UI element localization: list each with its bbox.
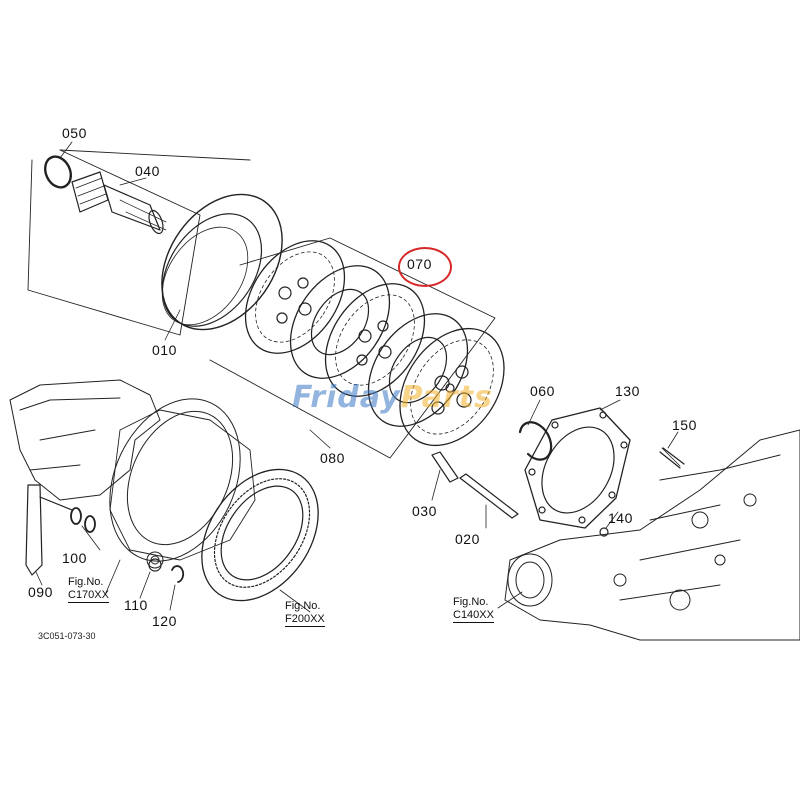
part-label-150: 150 — [672, 417, 697, 433]
figure-reference-caption: Fig.No. — [68, 576, 104, 588]
part-label-090: 090 — [28, 584, 53, 600]
dowel-140 — [599, 527, 609, 537]
figure-reference-number: C170XX — [68, 589, 109, 603]
o-ring-100-a — [70, 507, 82, 525]
figure-reference-f200[interactable]: Fig.No. F200XX — [285, 600, 325, 627]
friction-disc-070 — [324, 283, 426, 397]
part-label-110: 110 — [124, 597, 148, 613]
plate-010 — [161, 193, 283, 331]
splined-shaft-040 — [71, 171, 167, 235]
disc-pack-outline — [209, 237, 496, 459]
part-label-040: 040 — [135, 163, 160, 179]
transmission-housing-right — [504, 429, 800, 641]
document-code: 3C051-073-30 — [38, 631, 96, 641]
part-label-020: 020 — [455, 531, 480, 547]
part-label-140: 140 — [608, 510, 633, 526]
steel-plate-2 — [367, 313, 469, 427]
part-label-010: 010 — [152, 342, 177, 358]
watermark-text-a: Friday — [292, 380, 401, 415]
steel-plate-1 — [289, 265, 391, 379]
figure-reference-number: C140XX — [453, 609, 494, 623]
seal-110 — [148, 558, 162, 572]
figure-reference-c170[interactable]: Fig.No. C170XX — [68, 576, 109, 603]
assembly-outline — [27, 149, 201, 336]
part-label-080: 080 — [320, 450, 345, 466]
part-label-050: 050 — [62, 125, 87, 141]
part-label-060: 060 — [530, 383, 555, 399]
part-label-030: 030 — [412, 503, 437, 519]
friction-disc-2 — [399, 327, 505, 447]
figure-reference-c140[interactable]: Fig.No. C140XX — [453, 596, 494, 623]
figure-reference-caption: Fig.No. — [285, 600, 321, 612]
leader-lines — [35, 141, 679, 613]
part-label-070: 070 — [407, 256, 432, 272]
watermark-text-b: Parts — [400, 380, 493, 415]
part-label-120: 120 — [152, 613, 177, 629]
pin-030 — [431, 451, 459, 483]
transmission-housing-left — [9, 379, 256, 569]
o-ring-100-b — [84, 515, 96, 533]
figure-reference-caption: Fig.No. — [453, 596, 489, 608]
watermark: FridayParts — [292, 380, 493, 415]
highlight-ring-070 — [398, 247, 452, 287]
ring-gear — [201, 468, 319, 602]
pin-020 — [459, 473, 519, 519]
lever-090 — [25, 484, 73, 576]
clip-120 — [171, 565, 185, 583]
gasket-130 — [524, 407, 631, 529]
o-ring-050 — [43, 155, 73, 189]
part-label-100: 100 — [62, 550, 87, 566]
bolt-150 — [659, 447, 685, 469]
snap-ring-060 — [518, 421, 553, 461]
figure-reference-number: F200XX — [285, 613, 325, 627]
part-label-130: 130 — [615, 383, 640, 399]
